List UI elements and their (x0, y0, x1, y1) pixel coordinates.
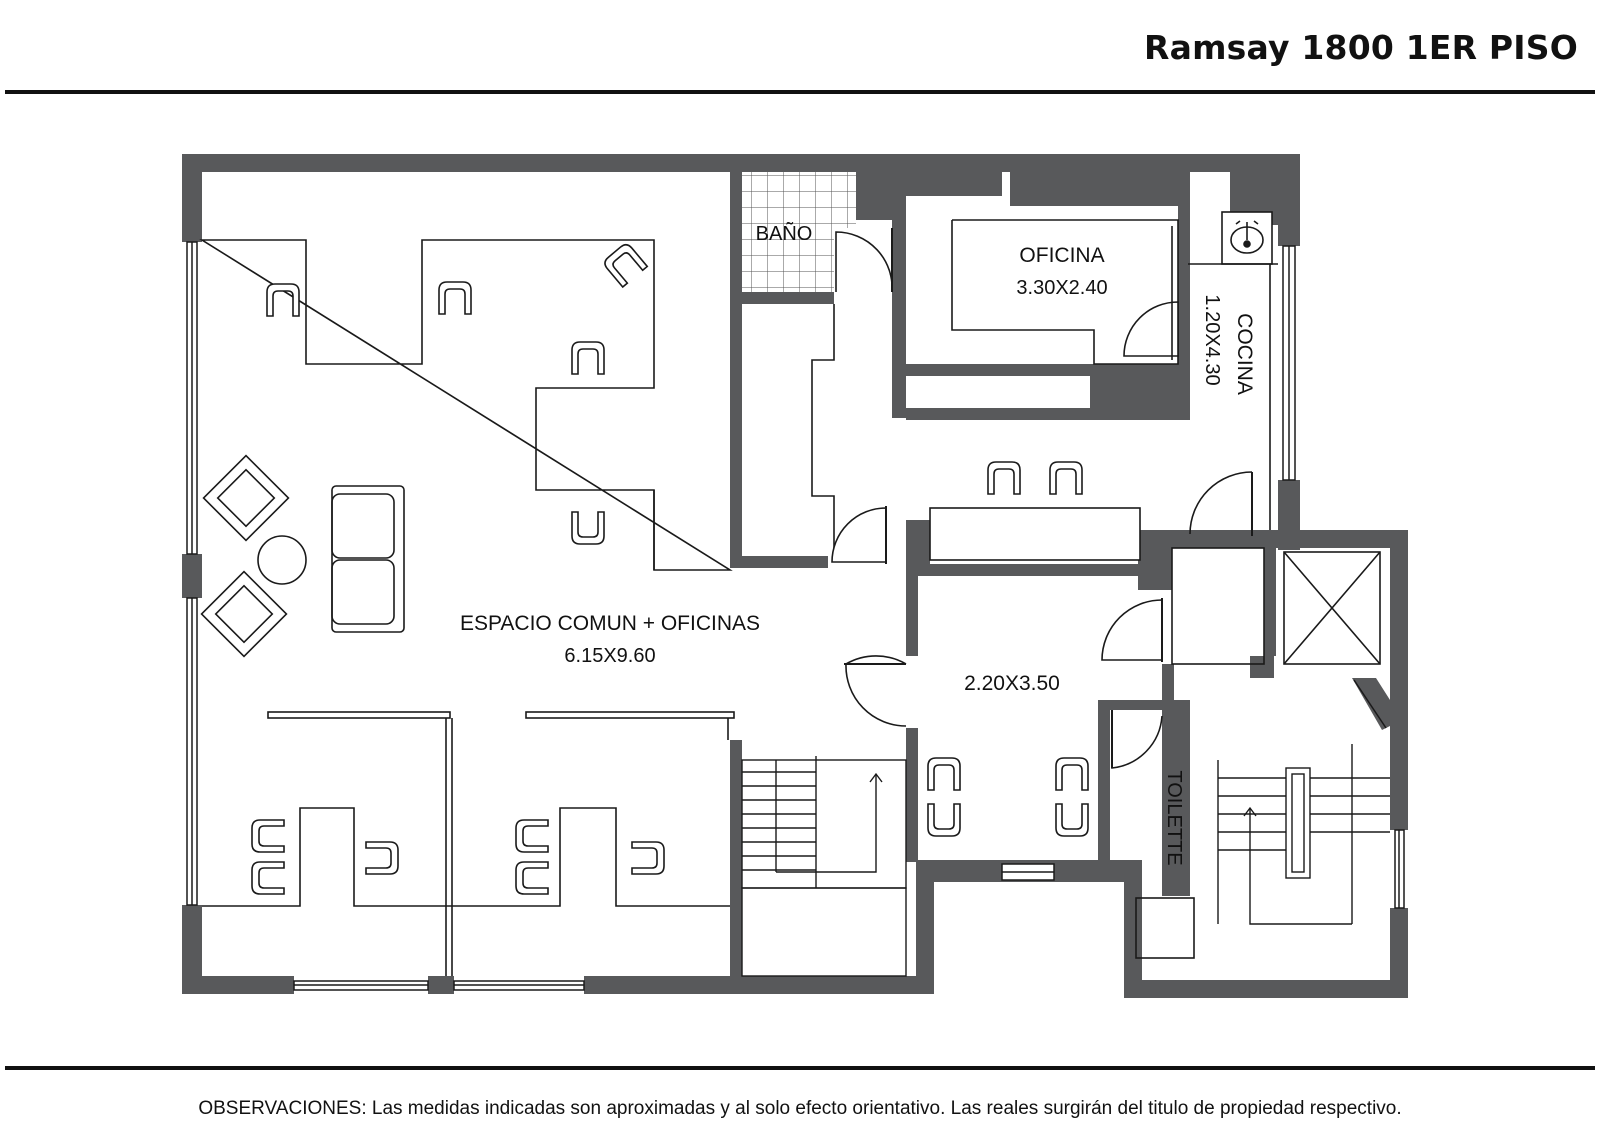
desk-chair (987, 461, 1021, 495)
staircase-left (741, 756, 907, 977)
office-chair (571, 511, 605, 545)
sala-entry-door (844, 655, 907, 727)
interior-walls (730, 160, 1278, 976)
oficina-room (951, 219, 1179, 365)
oficina-name: OFICINA (1019, 244, 1104, 267)
windows (186, 241, 1405, 991)
staircase-right (1217, 744, 1390, 925)
plan-title: Ramsay 1800 1ER PISO (1144, 28, 1578, 67)
comun-name: ESPACIO COMUN + OFICINAS (460, 612, 760, 635)
cubicle-chair (251, 861, 285, 895)
cubicle-chair (365, 841, 399, 875)
bottom-rule (5, 1066, 1595, 1070)
sala-chair (1055, 803, 1089, 837)
bano-label: BAÑO (756, 221, 813, 245)
observaciones-note: OBSERVACIONES: Las medidas indicadas son… (198, 1098, 1402, 1119)
outer-walls (182, 154, 1408, 998)
cubicle-chair (631, 841, 665, 875)
cubicle-chair (515, 861, 549, 895)
oficina-dims: 3.30X2.40 (1016, 277, 1107, 299)
bathroom (742, 172, 893, 293)
sala-chair (1055, 757, 1089, 791)
elevator-shaft (1171, 547, 1381, 665)
cocina-room (1188, 211, 1278, 530)
office-chair (266, 283, 300, 317)
office-chair (601, 241, 649, 288)
open-office (199, 239, 735, 976)
central-area (811, 304, 1141, 564)
cubicle-chair (515, 819, 549, 853)
top-rule (5, 90, 1595, 94)
office-chair (438, 281, 472, 315)
sala-chair (927, 757, 961, 791)
sala-room (1101, 598, 1163, 662)
cubicle-chair (251, 819, 285, 853)
comun-dims: 6.15X9.60 (564, 645, 655, 667)
cocina-dims: 1.20X4.30 (1201, 294, 1223, 385)
sala-dims: 2.20X3.50 (964, 672, 1060, 695)
cocina-door (1189, 471, 1253, 536)
cocina-name: COCINA (1233, 313, 1256, 395)
toilette-label: TOILETTE (1163, 770, 1185, 865)
toilette-room (1111, 710, 1195, 959)
desk-chair (1049, 461, 1083, 495)
sala-chair (927, 803, 961, 837)
office-chair (571, 341, 605, 375)
